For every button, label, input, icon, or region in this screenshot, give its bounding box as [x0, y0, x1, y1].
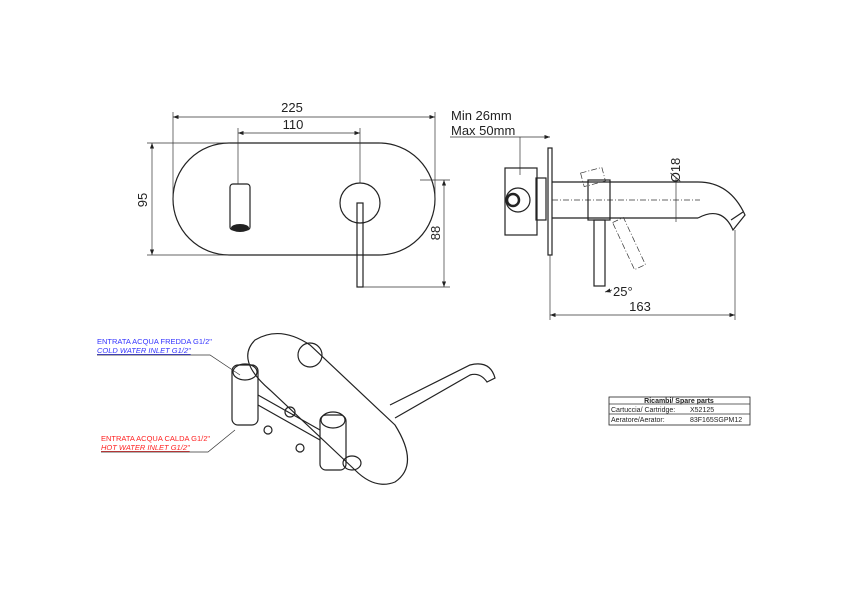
dim-diameter: Ø18 [668, 158, 683, 183]
hot-inlet-en: HOT WATER INLET G1/2" [101, 443, 190, 452]
aerator [231, 224, 249, 232]
cartridge-label: Cartuccia/ Cartridge: [611, 407, 675, 414]
side-view: Min 26mm Max 50mm Ø18 25° 163 [450, 108, 746, 320]
aerator-label: Aeratore/Aerator: [611, 417, 665, 424]
side-wall-plate [547, 147, 553, 256]
dim-height: 95 [135, 193, 150, 207]
hot-inlet-it: ENTRATA ACQUA CALDA G1/2" [101, 434, 210, 443]
isometric-view [231, 333, 496, 485]
wall-max: Max 50mm [451, 123, 515, 138]
dim-spacing: 110 [283, 117, 304, 132]
front-view: 225 110 95 88 [135, 100, 450, 288]
spout-outlet [229, 183, 251, 231]
wall-min: Min 26mm [451, 108, 512, 123]
dim-angle: 25° [613, 284, 633, 299]
lever [356, 202, 364, 288]
valve-body [504, 167, 538, 236]
dim-width: 225 [281, 100, 303, 115]
aerator-value: 83F165SGPM12 [690, 417, 742, 424]
spare-parts-table: Ricambi/ Spare parts Cartuccia/ Cartridg… [608, 396, 751, 426]
iso-plate [247, 333, 408, 485]
wall-plate [172, 142, 436, 256]
inlet-labels: ENTRATA ACQUA FREDDA G1/2" COLD WATER IN… [97, 337, 241, 453]
cold-inlet-it: ENTRATA ACQUA FREDDA G1/2" [97, 337, 212, 346]
dim-projection: 163 [629, 299, 651, 314]
dim-lever-height: 88 [428, 226, 443, 240]
spare-parts-title: Ricambi/ Spare parts [644, 398, 714, 405]
side-lever [593, 219, 606, 287]
cold-inlet-en: COLD WATER INLET G1/2" [97, 346, 191, 355]
cartridge-value: X52125 [690, 407, 714, 414]
